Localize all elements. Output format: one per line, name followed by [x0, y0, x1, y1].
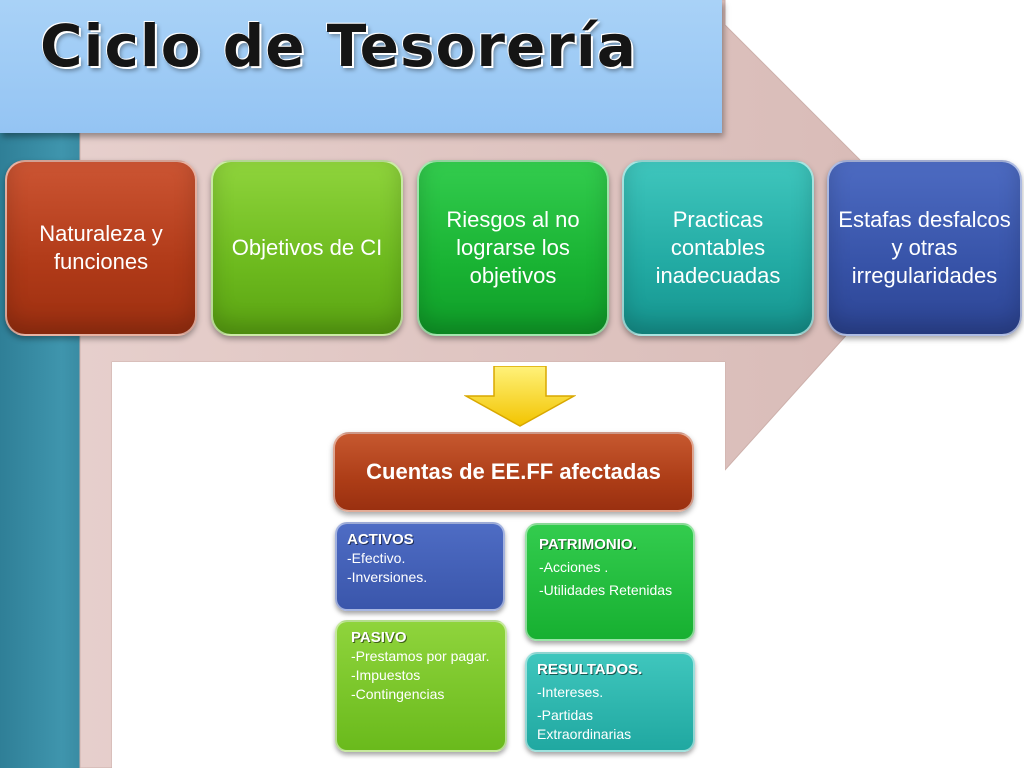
- account-line: -Efectivo.: [347, 550, 406, 566]
- page-title: Ciclo de Tesorería: [40, 12, 637, 80]
- account-line: -Acciones .: [539, 559, 609, 575]
- step-estafas-desfalcos: Estafas desfalcos y otras irregularidade…: [827, 160, 1022, 336]
- step-riesgos: Riesgos al no lograrse los objetivos: [417, 160, 609, 336]
- account-title: ACTIVOS: [347, 531, 414, 548]
- title-banner: Ciclo de Tesorería: [0, 0, 722, 133]
- account-line: -Contingencias: [351, 686, 445, 702]
- down-arrow-icon: [464, 366, 576, 427]
- step-practicas-contables: Practicas contables inadecuadas: [622, 160, 814, 336]
- account-patrimonio: PATRIMONIO. -Acciones . -Utilidades Rete…: [525, 523, 695, 641]
- accounts-header: Cuentas de EE.FF afectadas: [333, 432, 694, 512]
- step-label: Naturaleza y funciones: [39, 221, 163, 274]
- account-activos: ACTIVOS -Efectivo. -Inversiones.: [335, 522, 505, 611]
- account-line: -Partidas Extraordinarias: [537, 707, 632, 742]
- step-objetivos-ci: Objetivos de CI: [211, 160, 403, 336]
- account-title: PASIVO: [351, 629, 407, 646]
- accounts-header-label: Cuentas de EE.FF afectadas: [366, 459, 661, 484]
- account-title: PATRIMONIO.: [539, 536, 637, 553]
- account-line: -Utilidades Retenidas: [539, 582, 673, 598]
- account-pasivo: PASIVO -Prestamos por pagar. -Impuestos …: [335, 620, 507, 752]
- step-label: Practicas contables inadecuadas: [655, 207, 781, 288]
- account-title: RESULTADOS.: [537, 661, 643, 678]
- account-line: -Intereses.: [537, 684, 604, 700]
- step-naturaleza-funciones: Naturaleza y funciones: [5, 160, 197, 336]
- account-line: -Prestamos por pagar.: [351, 648, 490, 664]
- account-line: -Inversiones.: [347, 569, 428, 585]
- account-line: -Impuestos: [351, 667, 421, 683]
- account-resultados: RESULTADOS. -Intereses. -Partidas Extrao…: [525, 652, 695, 752]
- step-label: Objetivos de CI: [231, 235, 383, 260]
- step-label: Estafas desfalcos y otras irregularidade…: [838, 207, 1011, 288]
- step-label: Riesgos al no lograrse los objetivos: [446, 207, 580, 288]
